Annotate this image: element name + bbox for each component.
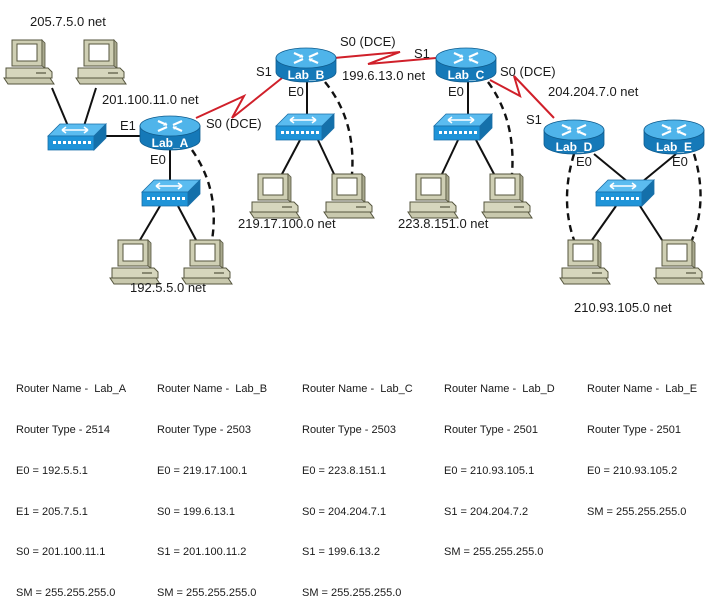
interface-address: S0 = 204.204.7.1 bbox=[302, 505, 387, 518]
network-label: 223.8.151.0 net bbox=[398, 216, 489, 231]
workstation-icon[interactable] bbox=[653, 239, 705, 285]
router-lab-b[interactable]: Lab_B bbox=[274, 46, 338, 84]
network-label: 204.204.7.0 net bbox=[548, 84, 639, 99]
router-name: Router Name - Lab_E bbox=[587, 383, 698, 396]
interface-address: S1 = 201.100.11.2 bbox=[157, 546, 247, 559]
router-lab-a[interactable]: Lab_A bbox=[138, 114, 202, 152]
serial-links bbox=[195, 51, 555, 119]
interface-address: S0 = 199.6.13.1 bbox=[157, 505, 235, 518]
interface-address: E0 = 210.93.105.2 bbox=[587, 464, 678, 477]
router-label: Lab_E bbox=[656, 140, 692, 154]
switch-icon[interactable] bbox=[275, 113, 335, 141]
interface-label: E0 bbox=[576, 154, 592, 169]
network-label: 199.6.13.0 net bbox=[342, 68, 426, 83]
router-info-lab-d: Router Name - Lab_D Router Type - 2501 E… bbox=[444, 356, 555, 574]
switch-icon[interactable] bbox=[47, 123, 107, 151]
interface-label: E0 bbox=[448, 84, 464, 99]
router-name: Router Name - Lab_C bbox=[302, 383, 413, 396]
workstation-icon[interactable] bbox=[559, 239, 611, 285]
interface-address: E0 = 223.8.151.1 bbox=[302, 464, 387, 477]
switch-icon[interactable] bbox=[141, 179, 201, 207]
router-info-lab-a: Router Name - Lab_A Router Type - 2514 E… bbox=[16, 356, 126, 614]
router-lab-c[interactable]: Lab_C bbox=[434, 46, 498, 84]
network-label: 192.5.5.0 net bbox=[130, 280, 206, 295]
interface-label: S0 (DCE) bbox=[340, 34, 396, 49]
workstation-icon[interactable] bbox=[109, 239, 161, 285]
router-lab-e[interactable]: Lab_E bbox=[642, 118, 706, 156]
subnet-mask: SM = 255.255.255.0 bbox=[302, 587, 402, 600]
interface-label: S1 bbox=[256, 64, 272, 79]
interface-label: S0 (DCE) bbox=[500, 64, 556, 79]
workstation-icon[interactable] bbox=[407, 173, 459, 219]
interface-label: S1 bbox=[414, 46, 430, 61]
interface-address: S1 = 199.6.13.2 bbox=[302, 546, 380, 559]
network-label: 219.17.100.0 net bbox=[238, 216, 336, 231]
workstation-icon[interactable] bbox=[249, 173, 301, 219]
ethernet-cables bbox=[51, 82, 677, 241]
interface-label: E0 bbox=[288, 84, 304, 99]
workstation-icon[interactable] bbox=[3, 39, 55, 85]
interface-address: E1 = 205.7.5.1 bbox=[16, 505, 88, 518]
switch-icon[interactable] bbox=[433, 113, 493, 141]
workstation-icon[interactable] bbox=[323, 173, 375, 219]
interface-address: S0 = 201.100.11.1 bbox=[16, 546, 106, 559]
router-info-lab-b: Router Name - Lab_B Router Type - 2503 E… bbox=[157, 356, 267, 614]
subnet-mask: SM = 255.255.255.0 bbox=[444, 546, 544, 559]
router-type: Router Type - 2501 bbox=[587, 423, 681, 436]
interface-address: E0 = 219.17.100.1 bbox=[157, 464, 248, 477]
network-label: 210.93.105.0 net bbox=[574, 300, 672, 315]
subnet-mask: SM = 255.255.255.0 bbox=[16, 587, 116, 600]
interface-address: S1 = 204.204.7.2 bbox=[444, 505, 529, 518]
interface-label: S1 bbox=[526, 112, 542, 127]
workstation-icon[interactable] bbox=[75, 39, 127, 85]
network-label: 205.7.5.0 net bbox=[30, 14, 106, 29]
network-label: 201.100.11.0 net bbox=[102, 92, 199, 107]
network-diagram: Lab_A Lab_B Lab_C Lab_D Lab_E 205.7.5.0 … bbox=[3, 14, 706, 315]
subnet-mask: SM = 255.255.255.0 bbox=[587, 505, 687, 518]
workstation-icon[interactable] bbox=[481, 173, 533, 219]
interface-label: E0 bbox=[150, 152, 166, 167]
router-name: Router Name - Lab_A bbox=[16, 383, 127, 396]
interface-address: E0 = 210.93.105.1 bbox=[444, 464, 535, 477]
router-name: Router Name - Lab_B bbox=[157, 383, 268, 396]
router-info-lab-e: Router Name - Lab_E Router Type - 2501 E… bbox=[587, 356, 697, 533]
router-lab-d[interactable]: Lab_D bbox=[542, 118, 606, 156]
switch-icon[interactable] bbox=[595, 179, 655, 207]
router-label: Lab_C bbox=[448, 68, 485, 82]
router-type: Router Type - 2514 bbox=[16, 423, 110, 436]
router-label: Lab_B bbox=[288, 68, 325, 82]
router-name: Router Name - Lab_D bbox=[444, 383, 555, 396]
router-label: Lab_A bbox=[152, 136, 189, 150]
subnet-mask: SM = 255.255.255.0 bbox=[157, 587, 257, 600]
interface-label: S0 (DCE) bbox=[206, 116, 262, 131]
router-type: Router Type - 2501 bbox=[444, 423, 538, 436]
router-info-lab-c: Router Name - Lab_C Router Type - 2503 E… bbox=[302, 356, 413, 614]
interface-address: E0 = 192.5.5.1 bbox=[16, 464, 88, 477]
router-type: Router Type - 2503 bbox=[302, 423, 396, 436]
router-type: Router Type - 2503 bbox=[157, 423, 251, 436]
interface-label: E0 bbox=[672, 154, 688, 169]
interface-label: E1 bbox=[120, 118, 136, 133]
router-label: Lab_D bbox=[556, 140, 593, 154]
workstation-icon[interactable] bbox=[181, 239, 233, 285]
console-cables bbox=[191, 81, 702, 241]
